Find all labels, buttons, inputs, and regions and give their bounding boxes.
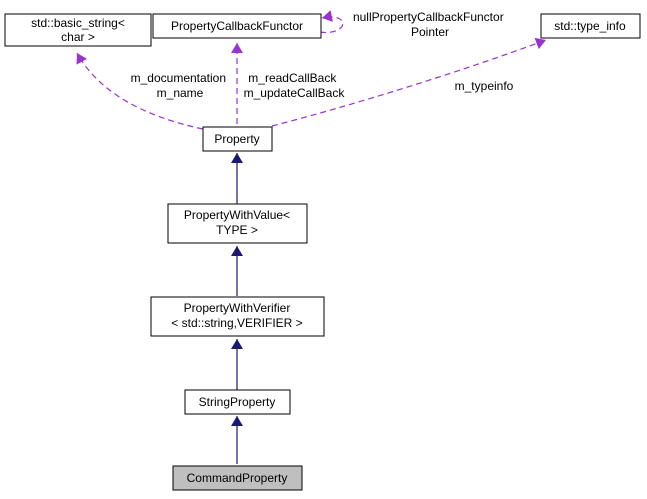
edge-label-typeinfo: m_typeinfo bbox=[455, 79, 514, 93]
svg-text:PropertyWithValue<TYPE >: PropertyWithValue<TYPE > bbox=[184, 208, 290, 237]
edge-label-documentation: m_documentation m_name bbox=[131, 71, 230, 100]
svg-text:PropertyCallbackFunctor: PropertyCallbackFunctor bbox=[171, 19, 303, 33]
svg-text:std::basic_string<char >: std::basic_string<char > bbox=[31, 16, 125, 44]
svg-text:std::type_info: std::type_info bbox=[554, 19, 626, 33]
node-property-with-value[interactable]: PropertyWithValue<TYPE > bbox=[167, 203, 308, 244]
node-property-callback-functor[interactable]: PropertyCallbackFunctor bbox=[152, 13, 322, 39]
node-basic-string[interactable]: std::basic_string<char > bbox=[4, 13, 152, 47]
svg-text:Property: Property bbox=[214, 132, 259, 146]
svg-text:StringProperty: StringProperty bbox=[199, 395, 276, 409]
node-type-info[interactable]: std::type_info bbox=[540, 13, 641, 39]
svg-text:PropertyWithVerifier< std::str: PropertyWithVerifier< std::string,VERIFI… bbox=[171, 301, 302, 330]
edge-callback-self-loop bbox=[319, 10, 344, 34]
node-string-property[interactable]: StringProperty bbox=[184, 389, 291, 415]
svg-text:CommandProperty: CommandProperty bbox=[187, 471, 288, 485]
edge-property-to-basic-string bbox=[76, 52, 204, 130]
edge-label-callbacks: m_readCallBack m_updateCallBack bbox=[244, 71, 346, 100]
edge-label-self-pointer: nullPropertyCallbackFunctor Pointer bbox=[353, 10, 507, 39]
node-command-property[interactable]: CommandProperty bbox=[172, 465, 303, 491]
edge-property-to-type-info bbox=[271, 37, 547, 127]
node-property[interactable]: Property bbox=[202, 126, 273, 152]
node-property-with-verifier[interactable]: PropertyWithVerifier< std::string,VERIFI… bbox=[150, 296, 325, 337]
